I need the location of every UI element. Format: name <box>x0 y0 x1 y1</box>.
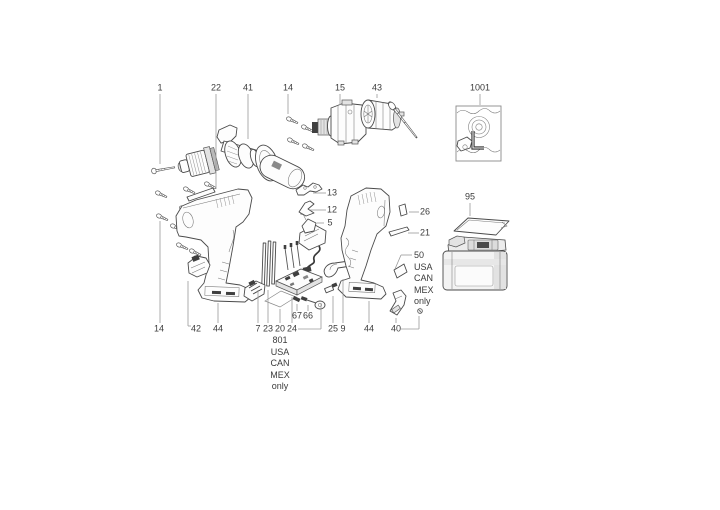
part-side-handle-41 <box>216 124 306 190</box>
part-module <box>243 279 266 302</box>
part-pad-20 <box>264 290 297 308</box>
note-usa-can-mex-right: 50 USA CAN MEX only <box>414 250 434 306</box>
part-housing-left-44 <box>175 188 253 303</box>
part-screw-1 <box>150 164 176 175</box>
part-sticks-7-23 <box>261 240 277 287</box>
leader-line <box>394 254 402 270</box>
part-strip-21 <box>388 226 410 237</box>
note-usa-can-mex-bottom: 801 USA CAN MEX only <box>270 335 290 391</box>
part-service-kit-1001 <box>455 105 502 162</box>
part-battery <box>442 235 508 291</box>
part-switch-5 <box>298 211 327 273</box>
part-strip-50 <box>393 263 408 279</box>
part-housing-right-44 <box>337 187 391 300</box>
part-lever-66 <box>300 296 326 310</box>
part-pcb-24 <box>275 241 323 296</box>
part-plate-95 <box>453 217 510 236</box>
part-pin-67 <box>292 295 301 303</box>
screw-group-top <box>285 115 315 153</box>
part-trigger-42 <box>187 254 211 278</box>
part-label-strip-22 <box>186 187 216 202</box>
part-hook-12 <box>298 200 315 217</box>
part-screw-40 <box>417 308 423 314</box>
part-clip-13 <box>295 182 323 196</box>
leader-lines <box>159 94 481 330</box>
part-gearbox-15 <box>312 99 367 146</box>
part-chuck <box>177 146 220 177</box>
part-25 <box>324 282 338 294</box>
part-strip-26 <box>398 203 408 217</box>
part-belt-hook-40 <box>389 289 407 316</box>
